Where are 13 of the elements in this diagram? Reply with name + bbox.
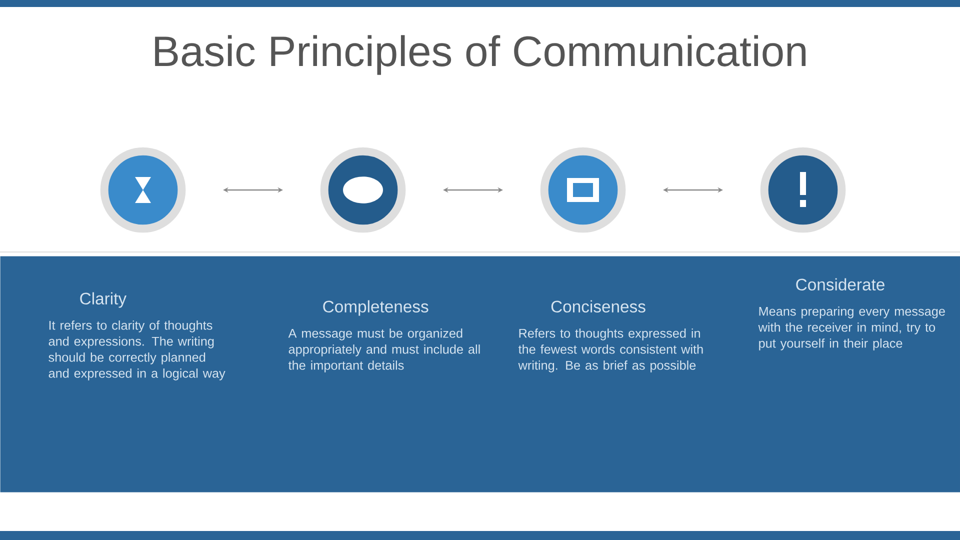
column-heading: Considerate [796, 278, 884, 291]
icon-circle [760, 147, 846, 233]
column-text: A message must be organized appropriately and must include all the important details [288, 328, 480, 372]
icon-circle [540, 147, 626, 233]
column-heading: Clarity [80, 292, 126, 308]
title: Basic Principles of Communication [155, 35, 806, 75]
column-text: Means preparing every message with the receiver in mind, try to put yourself in their place [758, 306, 945, 350]
column-heading: Completeness [323, 300, 428, 316]
column-heading: Conciseness [551, 300, 646, 313]
band-background [0, 256, 960, 492]
column-text: It refers to clarity of thoughts and expressions. The writing should be correctly planned and expressed in a logical way [48, 320, 226, 380]
icon-circle [100, 147, 186, 233]
column-text: Refers to thoughts expressed in the fewest words consistent with writing. Be as brief as possible [518, 328, 703, 372]
